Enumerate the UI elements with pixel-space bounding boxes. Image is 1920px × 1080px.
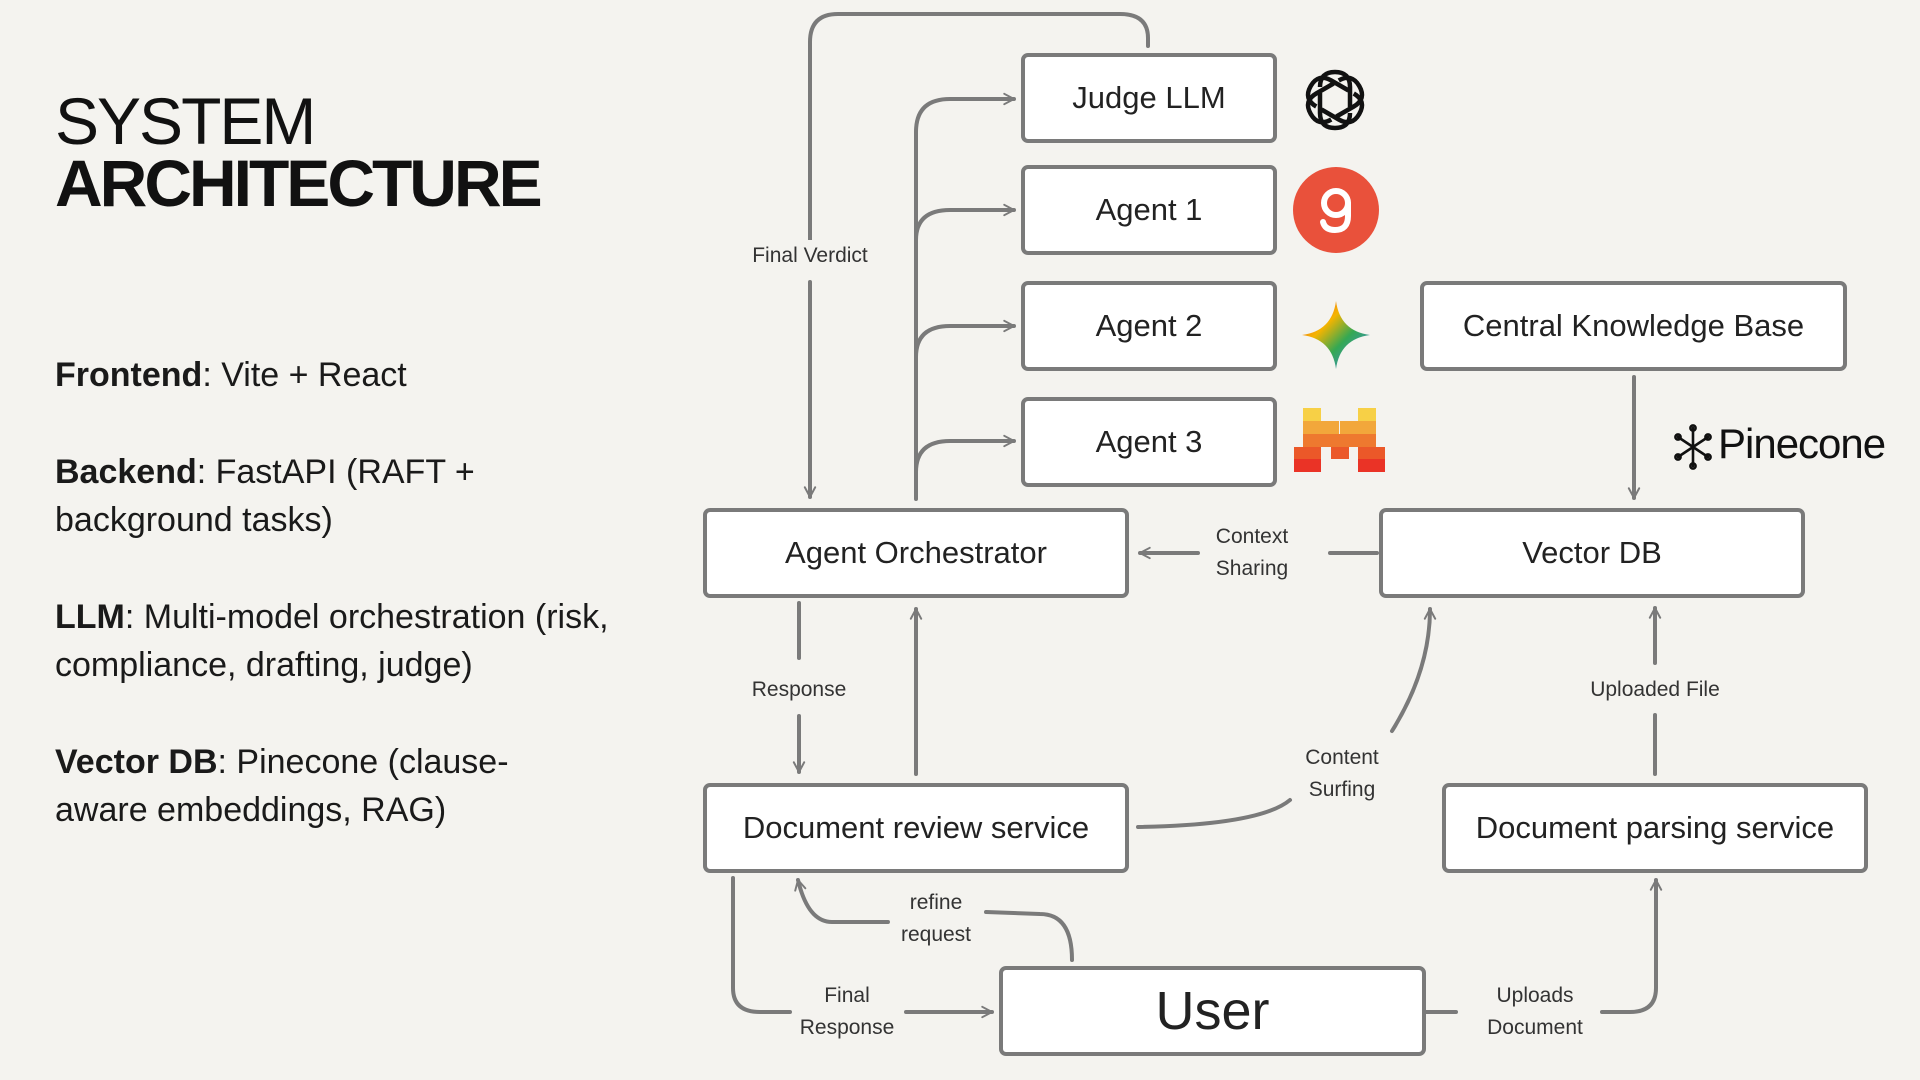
edge-orchestrator-trunk: [914, 92, 1016, 501]
node-agent-orchestrator[interactable]: Agent Orchestrator: [703, 508, 1129, 598]
spec-value: : FastAPI (RAFT + background tasks): [55, 453, 475, 539]
spec-key: Backend: [55, 453, 197, 491]
label-line: Response: [799, 1016, 895, 1039]
edge-to-agent1: [914, 203, 1016, 242]
label-line: Sharing: [1215, 557, 1289, 580]
title-line-2: ARCHITECTURE: [55, 146, 543, 220]
edge-to-agent3: [914, 434, 1016, 474]
edge-to-agent2: [914, 319, 1016, 359]
spec-value: : Multi-model orchestration (risk, compl…: [55, 598, 609, 684]
label-uploaded-file: Uploaded File: [1584, 674, 1726, 706]
node-agent-3[interactable]: Agent 3: [1021, 397, 1277, 487]
edge-uploads-doc-right: [1600, 878, 1663, 1014]
title-line-1: SYSTEM: [55, 84, 316, 158]
gemini-sparkle-icon: [1302, 301, 1370, 369]
label-line: Surfing: [1308, 778, 1376, 801]
label-line: refine: [909, 891, 963, 914]
spec-vector-db: Vector DB: Pinecone (clause-aware embedd…: [55, 738, 595, 834]
openai-logo-icon: [1298, 69, 1372, 137]
red-circle-logo-icon: [1293, 167, 1379, 253]
node-agent-1[interactable]: Agent 1: [1021, 165, 1277, 255]
spec-value: : Vite + React: [202, 356, 407, 394]
label-line: Final: [824, 984, 870, 1007]
label-final-verdict: Final Verdict: [746, 240, 874, 272]
label-response: Response: [745, 674, 853, 706]
mistral-logo-icon: [1294, 408, 1385, 472]
node-user[interactable]: User: [999, 966, 1426, 1056]
node-agent-2[interactable]: Agent 2: [1021, 281, 1277, 371]
label-refine-request: refine request: [894, 887, 978, 951]
spec-llm: LLM: Multi-model orchestration (risk, co…: [55, 593, 655, 689]
node-document-parsing-service[interactable]: Document parsing service: [1442, 783, 1868, 873]
edge-refine-lower: [794, 878, 890, 924]
label-line: request: [900, 923, 972, 946]
spec-frontend: Frontend: Vite + React: [55, 351, 635, 399]
label-line: Content: [1305, 746, 1379, 769]
spec-key: Frontend: [55, 356, 203, 394]
edge-content-surfing-upper: [1390, 607, 1437, 733]
pinecone-brand-label: Pinecone: [1718, 420, 1886, 467]
edge-final-response-left: [731, 876, 792, 1014]
label-line: Uploads: [1496, 984, 1574, 1007]
node-central-knowledge-base[interactable]: Central Knowledge Base: [1420, 281, 1847, 371]
spec-value: : Pinecone (clause-aware embeddings, RAG…: [55, 743, 509, 829]
edge-content-surfing: [1136, 798, 1292, 829]
pinecone-logo-icon: [1674, 424, 1712, 470]
spec-key: LLM: [55, 598, 125, 636]
spec-key: Vector DB: [55, 743, 218, 781]
edge-final-verdict: [808, 12, 1150, 250]
edge-refine-upper: [984, 910, 1074, 962]
label-line: Document: [1487, 1016, 1583, 1039]
spec-backend: Backend: FastAPI (RAFT + background task…: [55, 448, 575, 544]
node-judge-llm[interactable]: Judge LLM: [1021, 53, 1277, 143]
label-line: Context: [1215, 525, 1289, 548]
node-vector-db[interactable]: Vector DB: [1379, 508, 1805, 598]
node-document-review-service[interactable]: Document review service: [703, 783, 1129, 873]
